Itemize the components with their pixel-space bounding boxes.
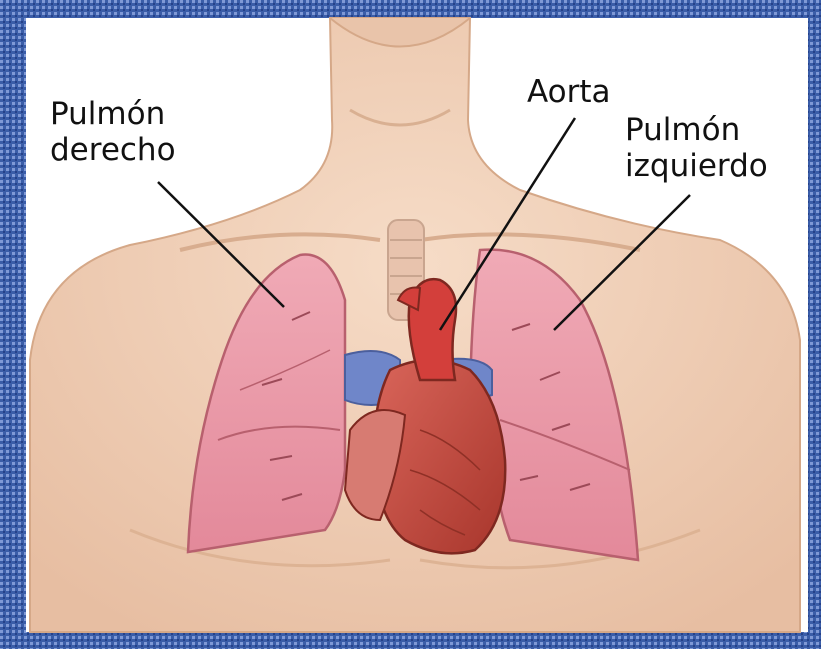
label-aorta: Aorta: [527, 74, 611, 110]
label-right-lung-line2: derecho: [50, 132, 176, 168]
label-left-lung: Pulmón izquierdo: [625, 112, 768, 184]
label-left-lung-line2: izquierdo: [625, 148, 768, 184]
label-left-lung-line1: Pulmón: [625, 112, 768, 148]
label-right-lung-line1: Pulmón: [50, 96, 176, 132]
label-aorta-text: Aorta: [527, 74, 611, 110]
label-right-lung: Pulmón derecho: [50, 96, 176, 168]
